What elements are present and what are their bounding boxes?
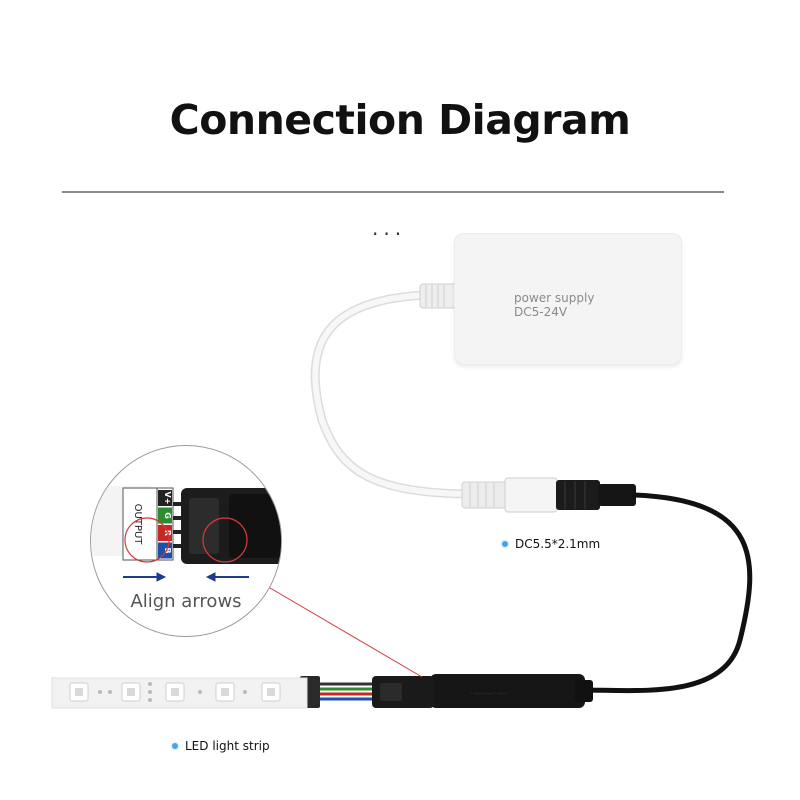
align-circle-right xyxy=(202,517,248,563)
led-strip xyxy=(51,677,308,709)
power-supply-line2: DC5-24V xyxy=(514,305,568,319)
callout-line xyxy=(264,584,423,678)
power-supply-box: power supply DC5-24V xyxy=(454,233,682,365)
align-arrows-label: Align arrows xyxy=(130,591,242,612)
power-supply-line1: power supply xyxy=(514,291,595,305)
power-supply-label: power supply DC5-24V xyxy=(514,291,594,319)
pin-label-0: V+ xyxy=(163,492,172,505)
black-cable xyxy=(577,492,753,694)
led-strip-callout: LED light strip xyxy=(172,739,270,753)
four-pin-connector xyxy=(300,676,434,708)
svg-text:·—·—·—·: ·—·—·—· xyxy=(470,689,508,699)
pin-cell-0 xyxy=(158,490,172,506)
pin-label-1: G xyxy=(163,512,172,519)
pin-cell-1 xyxy=(158,507,172,524)
controller-body: ·—·—·—· xyxy=(430,674,593,708)
align-arrow-right-icon xyxy=(123,572,167,582)
dc-jack-connector xyxy=(461,477,636,513)
dc-jack-callout: DC5.5*2.1mm xyxy=(502,537,600,551)
dc-jack-callout-label: DC5.5*2.1mm xyxy=(515,537,601,551)
align-circle-left xyxy=(124,517,170,563)
page-title: Connection Diagram xyxy=(169,96,631,144)
output-label: OUTPUT xyxy=(132,504,143,546)
bullet-icon xyxy=(172,743,178,749)
led-strip-callout-label: LED light strip xyxy=(185,739,270,753)
align-arrow-left-icon xyxy=(205,572,249,582)
dots-indicator: ... xyxy=(372,216,407,240)
psu-strain-relief xyxy=(419,283,457,309)
pin-label-3: B xyxy=(163,547,172,553)
title-divider xyxy=(62,191,724,193)
bullet-icon xyxy=(502,541,508,547)
magnifier-illustration: OUTPUT V+GRB xyxy=(91,486,281,582)
